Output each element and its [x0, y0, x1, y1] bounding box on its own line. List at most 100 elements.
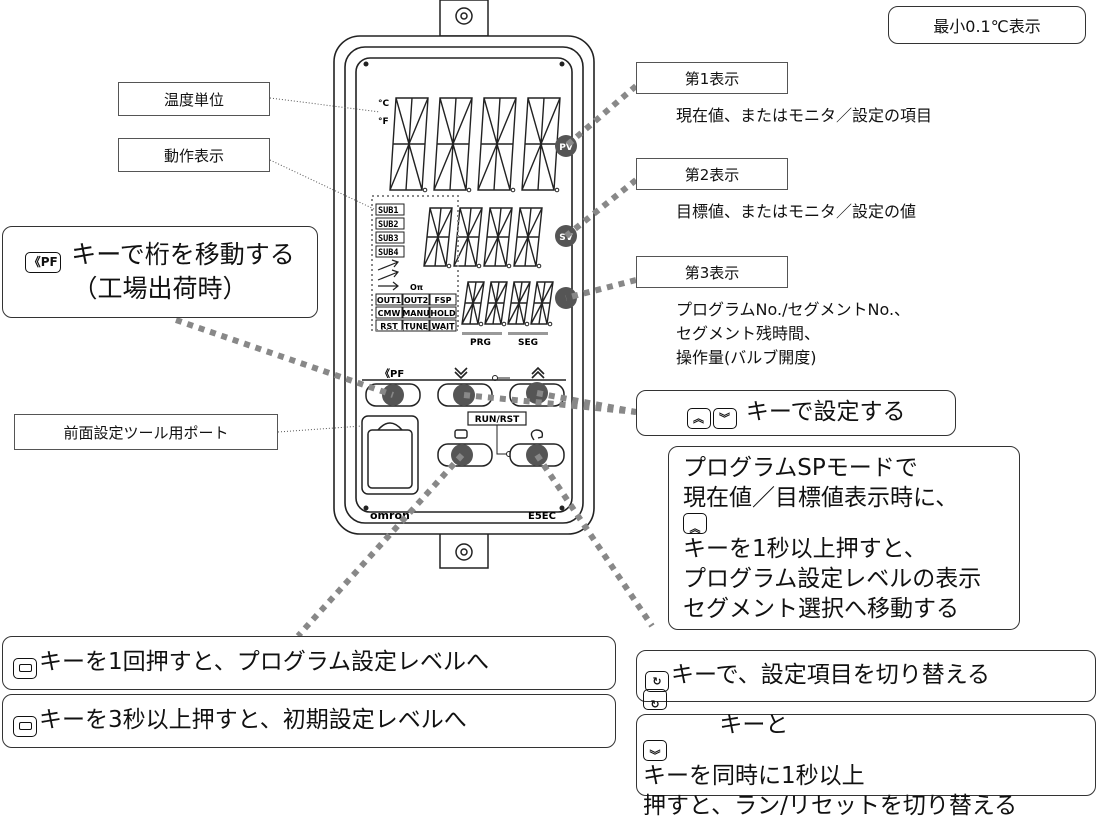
bottom-mount-tab: [439, 531, 489, 569]
display1-label: 第1表示: [636, 62, 788, 94]
decimal-point: [501, 321, 507, 327]
decimal-point: [510, 187, 516, 193]
display2-label-text: 第2表示: [684, 165, 740, 184]
run-reset-line1: ↻キーと︾ キーを同時に1秒以上: [643, 689, 865, 791]
display3-desc-line: プログラムNo./セグメントNo.、: [676, 300, 911, 319]
decimal-point: [554, 187, 560, 193]
segment-digit: [453, 207, 483, 267]
program-sp-line: プログラムSPモードで: [683, 454, 918, 481]
down-key-mark: [454, 367, 468, 380]
svg-text:°F: °F: [378, 117, 389, 127]
display2-label: 第2表示: [636, 158, 788, 190]
segment-digit: [484, 281, 508, 325]
cycle-key-mark: [530, 429, 544, 441]
status-indicator-label: CMW: [378, 309, 401, 318]
run-reset-text-b: キーを同時に1秒以上: [643, 763, 865, 789]
front-setting-port[interactable]: [361, 415, 419, 495]
display3-desc-line: 操作量(バルブ開度): [676, 348, 817, 367]
fine-leaders: [269, 97, 381, 433]
status-indicator-label: WAIT: [431, 322, 455, 331]
display3-desc: プログラムNo./セグメントNo.、 セグメント残時間、 操作量(バルブ開度): [676, 298, 910, 370]
segment-digit: [483, 207, 513, 267]
segment-digit: [423, 207, 453, 267]
status-indicator-box: [375, 306, 403, 319]
pf-key-mark: 《PF: [380, 367, 404, 380]
mode-once-note: キーを1回押すと、プログラム設定レベルへ: [2, 636, 616, 690]
updown-note-text: キーで設定する: [738, 398, 906, 425]
svg-text:°C: °C: [378, 99, 390, 109]
decimal-point: [422, 187, 428, 193]
sub-indicator-label: SUB3: [378, 234, 398, 244]
cycle-switch-note: ↻キーで、設定項目を切り替える: [636, 650, 1096, 702]
segment-digit: [433, 97, 473, 191]
pf-key-icon: 《PF: [25, 251, 62, 273]
status-indicator-label: OUT2: [404, 296, 428, 305]
up-chevron-icon: ︽: [686, 408, 711, 430]
updown-note: ︽︾ キーで設定する: [636, 390, 956, 436]
svg-text:SV: SV: [559, 233, 572, 243]
program-sp-line: ︽ キーを1秒以上押すと、: [683, 512, 927, 564]
svg-text:SEG: SEG: [518, 338, 538, 348]
program-sp-line3-text: キーを1秒以上押すと、: [683, 535, 927, 562]
run-reset-line2: 押すと、ラン/リセットを切り替える: [643, 793, 1018, 819]
down-chevron-icon: ︾: [712, 408, 737, 430]
mode-key-mark: [454, 429, 468, 439]
segment-digit: [477, 97, 517, 191]
status-indicator-label: MANU: [402, 309, 429, 318]
segment-digit: [530, 281, 554, 325]
direction-arrows: [377, 259, 400, 291]
cycle-key-icon: ↻: [645, 671, 669, 693]
display3-label-text: 第3表示: [684, 263, 740, 282]
status-indicator-label: FSP: [434, 296, 451, 305]
display2-desc: 目標値、またはモニタ／設定の値: [676, 202, 917, 221]
temperature-unit-indicator: °C °F: [378, 99, 390, 127]
segment-digit: [389, 97, 429, 191]
controller-body: [333, 35, 595, 535]
mode-key-icon: [13, 715, 37, 737]
port-label: 前面設定ツール用ポート: [14, 414, 278, 450]
mode-once-text: キーを1回押すと、プログラム設定レベルへ: [39, 649, 490, 676]
status-indicator-label: RST: [380, 322, 398, 331]
display3-desc-line: セグメント残時間、: [676, 324, 821, 343]
pf-note-line1: 《PF キーで桁を移動する: [25, 239, 295, 273]
segment-digit: [507, 281, 531, 325]
key-lock-icon: Oπ: [410, 283, 423, 292]
decimal-point: [466, 187, 472, 193]
decimal-point: [506, 263, 512, 269]
sub-indicator-label: SUB1: [378, 206, 398, 216]
prg-seg-labels: PRG SEG: [462, 332, 548, 348]
status-indicator-label: TUNE: [404, 322, 428, 331]
decimal-point: [446, 263, 452, 269]
decimal-point: [476, 263, 482, 269]
mode-key-icon: [13, 657, 37, 679]
run-reset-text-a: キーと: [719, 712, 789, 738]
decimal-point: [536, 263, 542, 269]
status-indicator-box: [402, 306, 430, 319]
min-display-text: 最小0.1℃表示: [933, 17, 1041, 36]
status-indicator-box: [429, 293, 457, 306]
mode-3sec-text: キーを3秒以上押すと、初期設定レベルへ: [39, 707, 467, 734]
svg-text:RUN/RST: RUN/RST: [475, 415, 520, 425]
display1-desc: 現在値、またはモニタ／設定の項目: [676, 106, 933, 125]
svg-text:PRG: PRG: [470, 338, 491, 348]
status-indicator-box: [429, 306, 457, 319]
pv-tag: PV: [555, 135, 577, 157]
sub-indicator-box: [375, 217, 405, 230]
decimal-point: [524, 321, 530, 327]
model-label: E5EC: [528, 511, 556, 522]
temp-unit-text: 温度単位: [163, 90, 224, 109]
display3-label: 第3表示: [636, 256, 788, 288]
mode-button[interactable]: [437, 443, 493, 467]
sub-indicator-label: SUB2: [378, 220, 398, 230]
mode-3sec-note: キーを3秒以上押すと、初期設定レベルへ: [2, 694, 616, 748]
segment-digit: [461, 281, 485, 325]
thick-leaders: [175, 83, 655, 639]
up-key-mark: [531, 366, 545, 379]
segment-digit: [513, 207, 543, 267]
sub-indicator-box: [375, 245, 405, 258]
decimal-point: [478, 321, 484, 327]
sub-indicator-box: [375, 231, 405, 244]
up-chevron-icon: ︽: [683, 512, 707, 535]
